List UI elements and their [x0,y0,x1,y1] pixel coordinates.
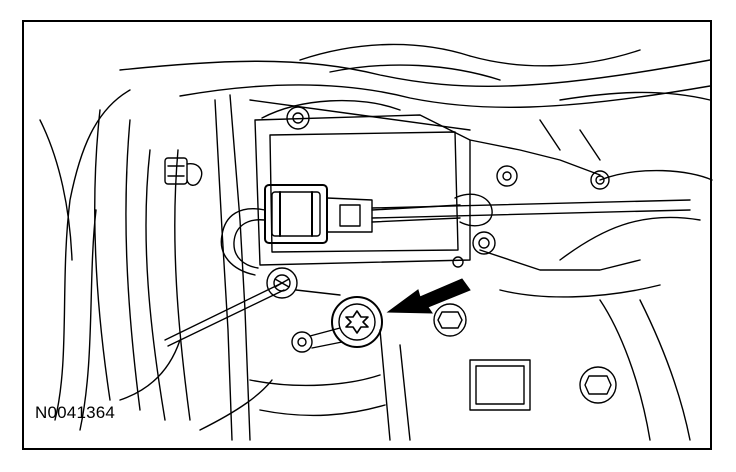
upper-harness [119,59,711,88]
callout-arrow-icon [386,278,471,314]
housing-outline [229,94,251,441]
bracket-eye [291,331,313,353]
torx-plug [331,296,383,348]
top-bolt [286,106,310,130]
right-bolt-small [590,170,610,190]
right-bolt-upper [496,165,518,187]
sensor-wire [220,208,266,276]
probe-rod [164,282,285,347]
figure-id-label: N0041364 [35,403,116,422]
right-bolt-mid [472,231,496,255]
shift-cable [371,199,691,219]
hose-clamp [164,157,188,185]
sensor-connector [264,184,461,244]
plug-side-bolt [433,303,467,337]
left-hose [94,109,111,401]
lower-right-bolt [579,366,617,404]
left-bolt [266,267,298,299]
